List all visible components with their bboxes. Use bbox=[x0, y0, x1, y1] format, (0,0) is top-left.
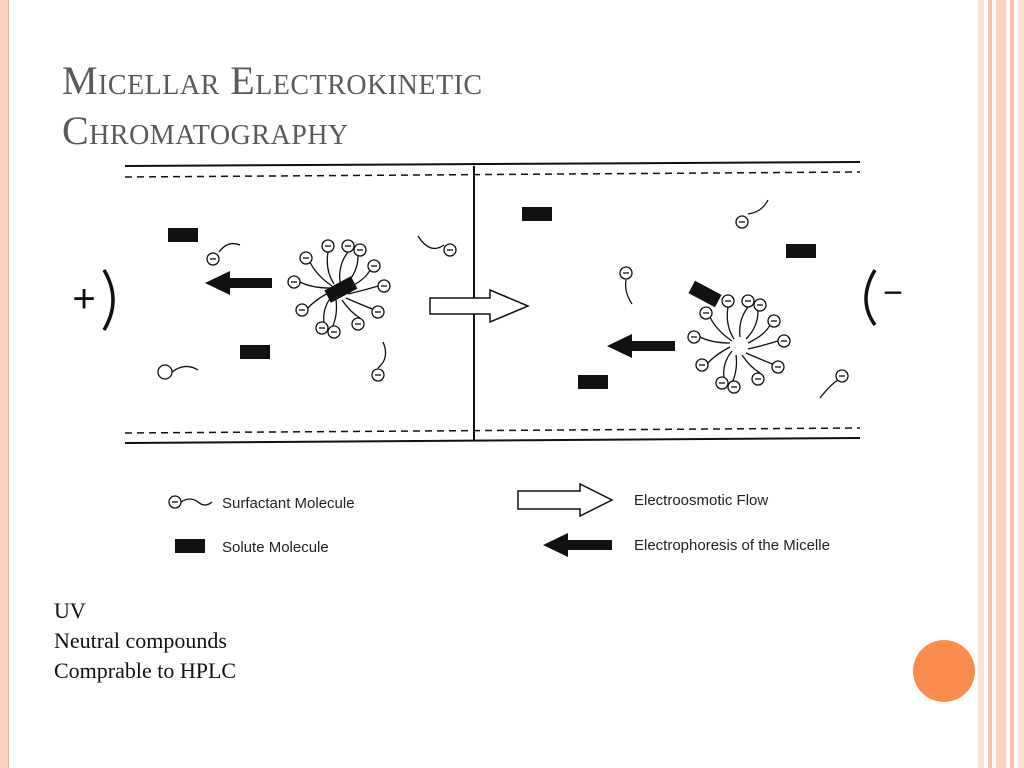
legend: Surfactant Molecule Solute Molecule Elec… bbox=[168, 482, 830, 557]
title-line-2: Chromatography bbox=[62, 108, 349, 153]
left-border-decoration bbox=[0, 0, 9, 768]
bullet-item: Neutral compounds bbox=[54, 628, 227, 653]
title-line-1: Micellar Electrokinetic bbox=[62, 58, 483, 103]
cathode: − bbox=[864, 269, 903, 327]
bullet-item: Comprable to HPLC bbox=[54, 658, 237, 683]
anode-sign: + bbox=[72, 277, 95, 321]
free-surfactants bbox=[157, 199, 849, 399]
micelle-left bbox=[287, 239, 391, 339]
decorative-orange-circle bbox=[913, 640, 975, 702]
legend-eof: Electroosmotic Flow bbox=[517, 482, 768, 518]
legend-electrophoresis: Electrophoresis of the Micelle bbox=[543, 533, 830, 557]
electrophoresis-arrow-left bbox=[205, 271, 272, 295]
solute-molecules bbox=[168, 207, 816, 389]
capillary bbox=[124, 161, 861, 444]
electroosmotic-arrow bbox=[429, 288, 530, 324]
anode: + bbox=[72, 269, 115, 331]
micelle-right bbox=[687, 294, 791, 394]
cathode-sign: − bbox=[883, 274, 903, 312]
electrophoresis-arrow-right bbox=[607, 334, 675, 358]
page-title: Micellar Electrokinetic Chromatography bbox=[62, 56, 483, 156]
legend-surfactant: Surfactant Molecule bbox=[168, 495, 355, 512]
bullet-item: UV bbox=[54, 598, 86, 623]
legend-surfactant-label: Surfactant Molecule bbox=[222, 495, 355, 512]
legend-electrophoresis-label: Electrophoresis of the Micelle bbox=[634, 537, 830, 554]
legend-solute-label: Solute Molecule bbox=[222, 539, 329, 556]
legend-solute: Solute Molecule bbox=[175, 539, 329, 556]
legend-eof-label: Electroosmotic Flow bbox=[634, 492, 768, 509]
right-stripe-decoration bbox=[978, 0, 1024, 768]
bullet-list: UV Neutral compounds Comprable to HPLC bbox=[54, 596, 236, 686]
